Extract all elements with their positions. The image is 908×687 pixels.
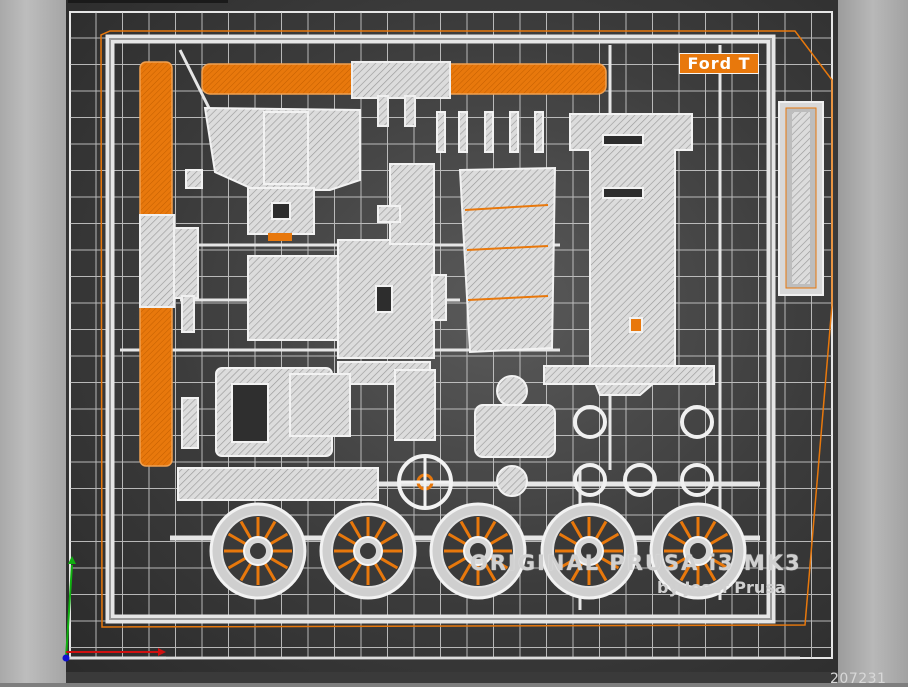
emboss-text-line1: ORIGINAL PRUSA i3 MK3 [470,551,802,575]
wheel-4 [540,502,638,600]
skirt-outline [100,30,833,628]
pin-parts [436,111,544,153]
seat-parts [177,367,379,501]
bottom-status-strip [66,672,838,683]
coordinate-readout: 207231 [830,671,887,687]
brand-label: Ford T [679,53,759,74]
left-side-panel [0,0,66,683]
wheel-1 [209,502,307,600]
wheel-2 [319,502,417,600]
side-rail-part [778,101,824,296]
steering-wheel-part [397,454,453,510]
orange-bars [139,61,607,467]
headlamp-parts [474,375,556,497]
wheel-5 [649,502,747,600]
top-toolbar-strip [68,0,228,3]
front-axle-part [139,214,199,333]
fender-parts [458,166,557,354]
ring-parts [573,405,714,497]
body-panels-upper [185,106,361,241]
right-side-panel [838,0,908,683]
wheel-parts [209,502,747,600]
wheel-3 [429,502,527,600]
emboss-text-line2: by Josef Prusa [657,578,786,597]
chassis-frame-part [543,113,715,396]
engine-parts [247,163,447,441]
xyz-axes-icon [62,556,800,662]
